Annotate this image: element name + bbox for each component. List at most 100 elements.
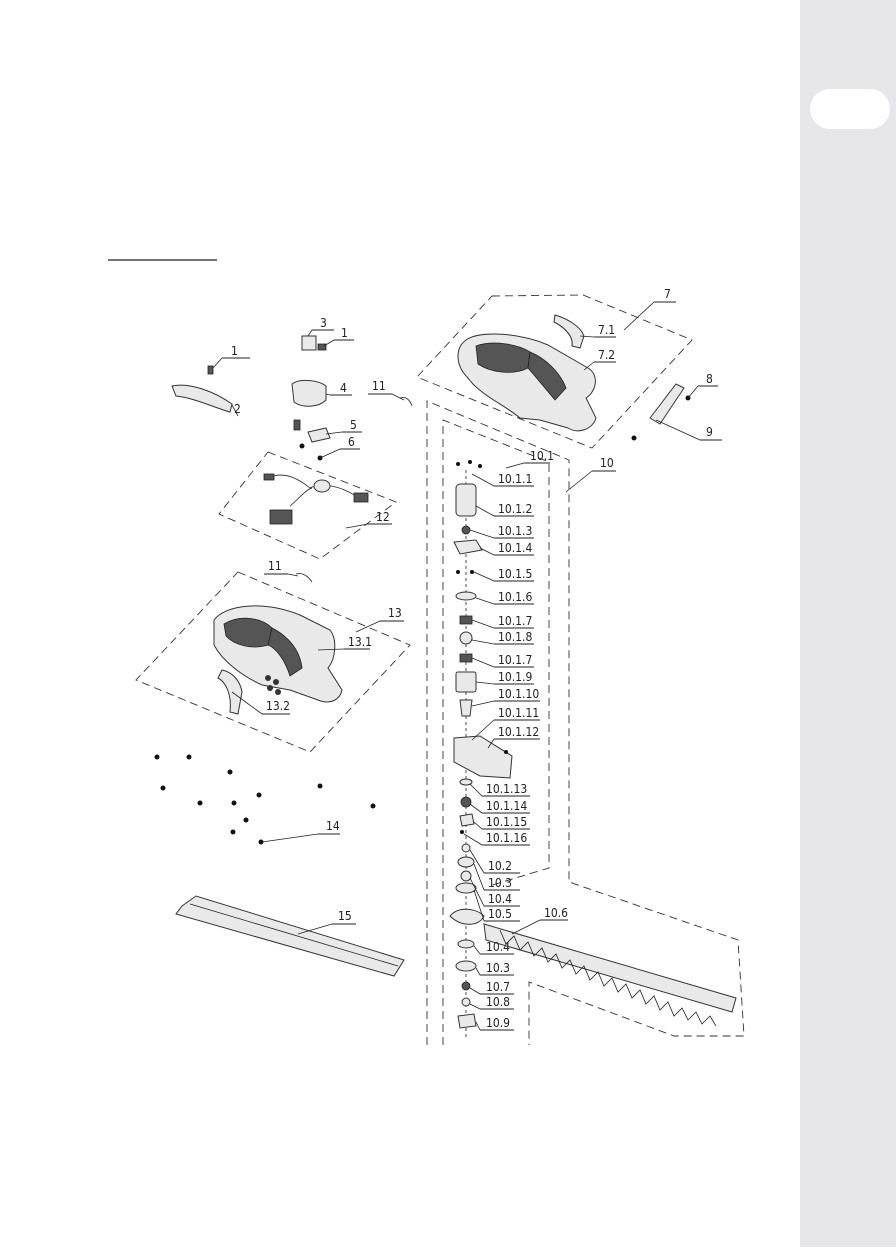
svg-text:10: 10 <box>600 456 614 470</box>
part-label-10-1-3: 10.1.3 <box>470 524 534 538</box>
part-label-10-1: 10.1 <box>506 449 554 468</box>
svg-text:10.3: 10.3 <box>486 961 510 975</box>
svg-text:2: 2 <box>234 402 241 416</box>
part-label-8: 8 <box>688 372 718 398</box>
part-label-10-1-1: 10.1.1 <box>472 472 534 486</box>
svg-text:10.5: 10.5 <box>488 907 512 921</box>
svg-text:10.1.3: 10.1.3 <box>498 524 532 538</box>
part-10-6-blade <box>484 924 736 1026</box>
svg-text:10.4: 10.4 <box>486 940 510 954</box>
part-label-10-1-10: 10.1.10 <box>472 687 540 706</box>
svg-text:10.1.7: 10.1.7 <box>498 653 532 667</box>
svg-text:3: 3 <box>320 316 327 330</box>
svg-text:10.6: 10.6 <box>544 906 568 920</box>
svg-text:10.1.9: 10.1.9 <box>498 670 532 684</box>
svg-text:10.1.16: 10.1.16 <box>486 831 527 845</box>
svg-text:15: 15 <box>338 909 352 923</box>
svg-text:1: 1 <box>341 326 348 340</box>
part-label-3: 3 <box>308 316 334 336</box>
svg-text:5: 5 <box>350 418 357 432</box>
svg-text:13.2: 13.2 <box>266 699 290 713</box>
part-label-1b: 1 <box>324 326 354 346</box>
part-label-7-2: 7.2 <box>584 348 616 370</box>
assembly-12-wiring <box>219 452 396 559</box>
part-label-10-1-2: 10.1.2 <box>476 502 534 516</box>
part-label-10-1-9: 10.1.9 <box>476 670 534 684</box>
part-label-10-1-6: 10.1.6 <box>476 590 534 604</box>
svg-text:12: 12 <box>376 510 390 524</box>
svg-text:9: 9 <box>706 425 713 439</box>
svg-text:10.1.11: 10.1.11 <box>498 706 539 720</box>
part-label-4: 4 <box>326 381 352 395</box>
part-label-10: 10 <box>566 456 616 492</box>
part-label-10-9: 10.9 <box>476 1016 514 1030</box>
part-label-11a: 11 <box>368 379 404 400</box>
svg-text:10.1.5: 10.1.5 <box>498 567 532 581</box>
svg-text:10.1.14: 10.1.14 <box>486 799 527 813</box>
part-label-10-1-7b: 10.1.7 <box>472 653 534 667</box>
part-label-10-1-15: 10.1.15 <box>474 815 530 829</box>
part-label-7-1: 7.1 <box>580 323 616 337</box>
svg-text:8: 8 <box>706 372 713 386</box>
svg-text:10.7: 10.7 <box>486 980 510 994</box>
svg-text:10.1.10: 10.1.10 <box>498 687 539 701</box>
part-label-10-1-5: 10.1.5 <box>474 567 534 581</box>
svg-text:13.1: 13.1 <box>348 635 372 649</box>
part-label-10-1-14: 10.1.14 <box>470 799 530 813</box>
svg-text:10.1.4: 10.1.4 <box>498 541 532 555</box>
svg-text:11: 11 <box>268 559 282 573</box>
part-label-10-1-16: 10.1.16 <box>464 831 530 845</box>
svg-text:10.4: 10.4 <box>488 892 512 906</box>
assembly-7-housing <box>417 295 692 448</box>
part-label-12: 12 <box>346 510 392 528</box>
svg-text:4: 4 <box>340 381 347 395</box>
sidebar-panel <box>800 0 896 1247</box>
svg-text:1: 1 <box>231 344 238 358</box>
part-label-7: 7 <box>624 287 676 330</box>
part-label-5: 5 <box>326 418 362 434</box>
page-sidebar <box>800 0 896 1247</box>
part-label-10-6: 10.6 <box>512 906 568 934</box>
svg-text:7: 7 <box>664 287 671 301</box>
part-label-2: 2 <box>232 402 241 416</box>
part-label-10-1-13: 10.1.13 <box>470 782 530 796</box>
part-15-blade-guard <box>176 896 404 976</box>
svg-text:7.2: 7.2 <box>598 348 615 362</box>
svg-text:10.1: 10.1 <box>530 449 554 463</box>
svg-text:10.1.15: 10.1.15 <box>486 815 527 829</box>
part-label-14: 14 <box>262 819 340 842</box>
assembly-13-housing <box>136 572 410 752</box>
svg-text:13: 13 <box>388 606 402 620</box>
svg-text:14: 14 <box>326 819 340 833</box>
left-loose-parts <box>172 336 412 582</box>
svg-text:10.1.1: 10.1.1 <box>498 472 532 486</box>
part-label-1a: 1 <box>213 344 250 368</box>
svg-text:10.1.6: 10.1.6 <box>498 590 532 604</box>
part-label-10-1-12: 10.1.12 <box>488 725 540 748</box>
svg-text:10.8: 10.8 <box>486 995 510 1009</box>
part-label-10-7: 10.7 <box>470 980 514 994</box>
part-label-10-1-8: 10.1.8 <box>472 630 534 644</box>
svg-text:10.1.12: 10.1.12 <box>498 725 539 739</box>
part-label-10-1-7a: 10.1.7 <box>472 614 534 628</box>
svg-text:6: 6 <box>348 435 355 449</box>
sidebar-tab <box>810 89 890 129</box>
part-label-10-3b: 10.3 <box>476 961 514 975</box>
svg-text:10.3: 10.3 <box>488 876 512 890</box>
svg-text:10.1.13: 10.1.13 <box>486 782 527 796</box>
svg-text:10.2: 10.2 <box>488 859 512 873</box>
svg-text:10.9: 10.9 <box>486 1016 510 1030</box>
part-label-11b: 11 <box>264 559 298 576</box>
part-label-9: 9 <box>656 420 722 440</box>
svg-text:10.1.2: 10.1.2 <box>498 502 532 516</box>
screws-14 <box>155 755 376 845</box>
svg-text:10.1.8: 10.1.8 <box>498 630 532 644</box>
svg-text:11: 11 <box>372 379 386 393</box>
part-label-10-4b: 10.4 <box>474 940 514 954</box>
svg-text:10.1.7: 10.1.7 <box>498 614 532 628</box>
part-label-10-2: 10.2 <box>470 850 520 873</box>
part-label-13: 13 <box>356 606 404 632</box>
part-label-10-1-4: 10.1.4 <box>480 541 534 555</box>
part-label-10-8: 10.8 <box>470 995 514 1009</box>
